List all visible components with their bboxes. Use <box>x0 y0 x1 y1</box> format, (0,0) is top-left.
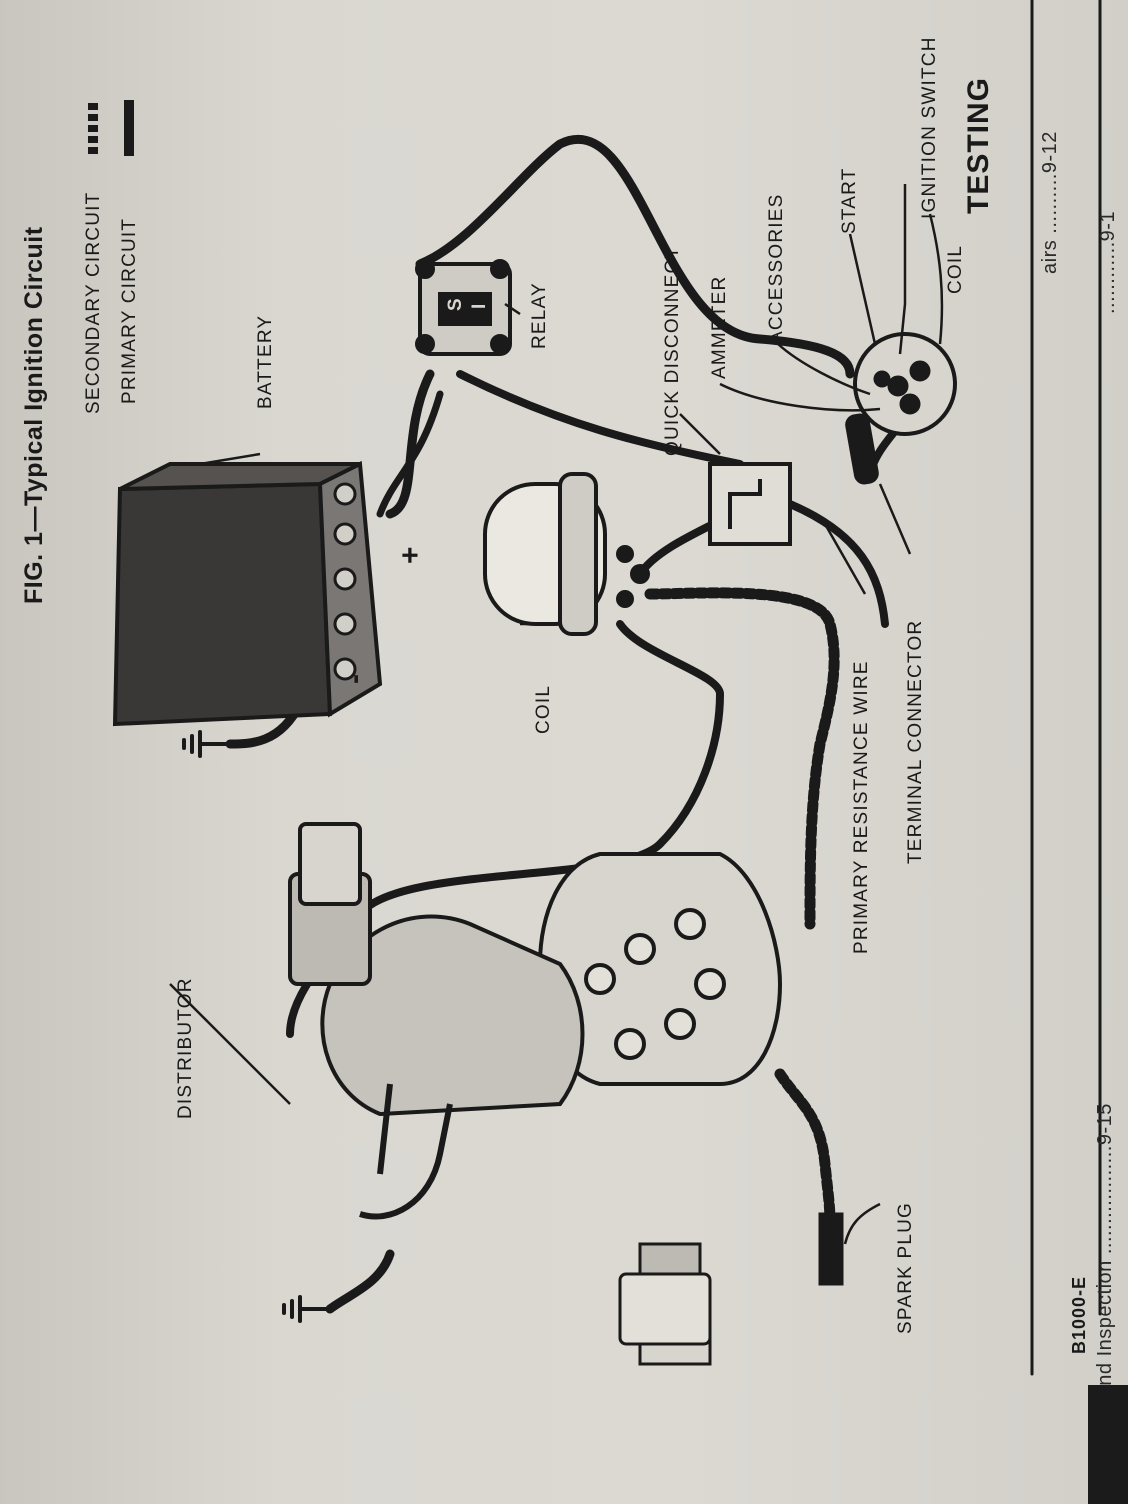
distributor-cap <box>537 852 783 1086</box>
ignition-switch <box>853 332 957 436</box>
leader-ammeter <box>719 382 881 412</box>
distributor-body <box>288 822 585 1220</box>
label-primary-resistance-wire: PRIMARY RESISTANCE WIRE <box>851 660 872 954</box>
leader-distributor <box>169 983 291 1105</box>
label-battery-plus: + <box>394 545 427 564</box>
figure-caption: FIG. 1—Typical Ignition Circuit <box>20 226 48 604</box>
figure-code: B1000-E <box>1069 1275 1089 1354</box>
toc-item-top: ............9-1 <box>1097 210 1119 314</box>
wire-distributor-ground <box>325 1249 395 1314</box>
leader-coil-top <box>928 213 944 345</box>
legend-secondary-swatch <box>88 100 98 154</box>
section-title: TESTING <box>962 76 995 214</box>
leader-quick-disconnect <box>679 413 721 455</box>
wire-cap-plug <box>774 1068 836 1230</box>
relay-label-s: S <box>445 297 466 311</box>
label-terminal-connector: TERMINAL CONNECTOR <box>905 619 926 864</box>
leader-start <box>848 233 877 345</box>
relay-label-i: I <box>469 302 490 309</box>
leader-ignition-switch <box>898 184 907 355</box>
quick-disconnect <box>708 462 792 546</box>
leader-accessories <box>777 343 871 396</box>
ground-symbol-battery <box>182 730 232 758</box>
leader-relay <box>504 302 521 316</box>
label-start: START <box>839 167 860 234</box>
leader-terminal-connector <box>878 483 912 555</box>
label-ammeter: AMMETER <box>709 275 730 379</box>
label-coil: COIL <box>533 684 554 734</box>
label-coil-top: COIL <box>945 244 966 294</box>
switch-terminal-1 <box>909 360 931 382</box>
battery <box>112 460 383 727</box>
label-battery: BATTERY <box>255 314 276 409</box>
switch-terminal-2 <box>887 375 909 397</box>
toc-item-1: airs ..........9-12 <box>1039 131 1061 274</box>
ground-symbol-distributor <box>282 1295 332 1323</box>
wire-qd-terminal <box>786 500 889 628</box>
switch-terminal-4 <box>873 370 891 388</box>
wire-coil-cap <box>644 587 840 930</box>
wire-qd-relay <box>456 370 744 468</box>
label-relay: RELAY <box>529 282 550 349</box>
label-distributor: DISTRIBUTOR <box>175 977 196 1119</box>
terminal-connector <box>845 413 879 485</box>
legend-secondary-label: SECONDARY CIRCUIT <box>83 191 104 414</box>
label-spark-plug: SPARK PLUG <box>895 1201 916 1334</box>
label-ignition-switch: IGNITION SWITCH <box>919 36 940 219</box>
wire-switch-relay <box>415 134 855 379</box>
label-quick-disconnect: QUICK DISCONNECT <box>662 245 683 456</box>
leader-spark-plug <box>843 1202 881 1245</box>
page-edge-tab <box>1088 1385 1128 1504</box>
leader-battery <box>199 452 261 466</box>
spark-plug <box>618 1212 844 1366</box>
legend-primary-label: PRIMARY CIRCUIT <box>119 217 140 404</box>
switch-terminal-3 <box>899 393 921 415</box>
ignition-coil <box>483 472 650 636</box>
leader-primary-resistance <box>823 523 867 595</box>
legend-primary-swatch <box>124 100 134 156</box>
label-accessories: ACCESSORIES <box>766 193 787 344</box>
wire-relay-battery-2 <box>376 390 444 518</box>
starter-relay <box>415 259 512 356</box>
label-battery-minus: - <box>338 672 371 684</box>
